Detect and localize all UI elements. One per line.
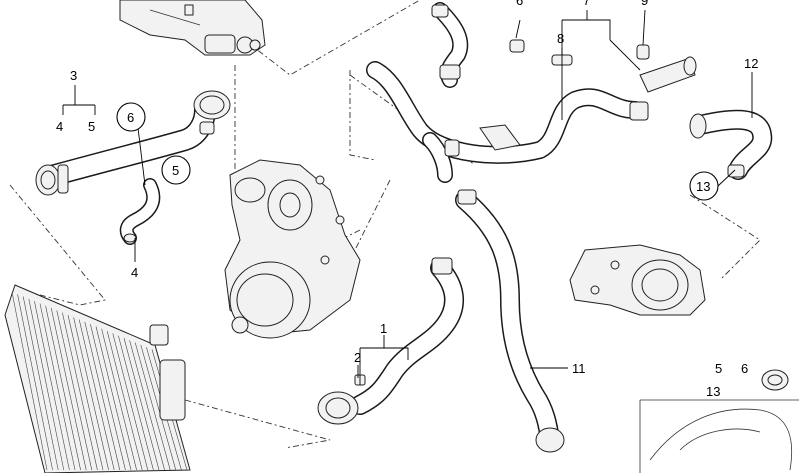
radiator-fin xyxy=(67,314,104,471)
legend-label-5: 5 xyxy=(715,361,722,376)
radiator-fin xyxy=(11,291,48,471)
thermostat-housing xyxy=(119,0,266,56)
callout-8: 8 xyxy=(557,31,564,46)
radiator-fin xyxy=(106,331,143,471)
callout-1: 1 xyxy=(380,321,387,336)
radiator-fin xyxy=(101,328,137,471)
callout-4-upper: 4 xyxy=(56,119,63,134)
radiator-fin xyxy=(45,305,81,471)
callout-4-lower: 4 xyxy=(131,265,138,280)
callout-circles xyxy=(116,102,719,201)
radiator-fin xyxy=(78,319,115,471)
radiator-fin xyxy=(62,312,98,471)
hose-11 xyxy=(455,189,565,453)
callout-11: 11 xyxy=(572,361,586,376)
legend-label-13: 13 xyxy=(706,384,720,399)
callout-2: 2 xyxy=(354,350,361,365)
callout-3: 3 xyxy=(70,68,77,83)
radiator-fin xyxy=(50,308,87,471)
hose-6 xyxy=(119,178,161,245)
auxiliary-pump xyxy=(569,244,706,316)
radiator-fin xyxy=(95,326,132,471)
radiator xyxy=(4,284,191,473)
legend-labels: 5 6 13 xyxy=(706,361,748,399)
radiator-fin xyxy=(140,344,177,471)
callout-9: 9 xyxy=(641,0,648,8)
callout-13-circled: 13 xyxy=(696,179,710,194)
radiator-fin xyxy=(73,317,109,471)
radiator-fin xyxy=(22,296,59,471)
radiator-fin xyxy=(34,301,70,471)
radiator-fin xyxy=(134,342,171,471)
radiator-fin xyxy=(56,310,93,471)
callout-6-circled: 6 xyxy=(127,110,134,125)
radiator-fin xyxy=(90,324,126,471)
radiator-fin xyxy=(84,321,121,471)
radiator-fin xyxy=(118,335,154,471)
hose-3 xyxy=(35,90,231,196)
hose-1 xyxy=(317,257,465,425)
hose-7 xyxy=(366,56,697,183)
radiator-fin xyxy=(28,298,65,471)
callout-labels: 3 4 5 6 5 4 6 7 8 9 12 13 1 2 11 xyxy=(56,0,758,376)
radiator-fin xyxy=(129,340,165,471)
callout-6-top: 6 xyxy=(516,0,523,8)
callout-7: 7 xyxy=(583,0,590,8)
water-pump xyxy=(224,159,361,339)
upper-small-hose xyxy=(431,2,469,88)
legend-box xyxy=(639,369,799,473)
radiator-fin xyxy=(17,294,53,471)
callout-5-circled: 5 xyxy=(172,163,179,178)
small-fittings xyxy=(509,39,650,66)
hose-12 xyxy=(689,109,773,180)
legend-label-6: 6 xyxy=(741,361,748,376)
radiator-fin xyxy=(123,337,160,471)
radiator-fin xyxy=(39,303,76,471)
callout-12: 12 xyxy=(744,56,758,71)
radiator-fin xyxy=(112,333,149,471)
callout-5-upper: 5 xyxy=(88,119,95,134)
